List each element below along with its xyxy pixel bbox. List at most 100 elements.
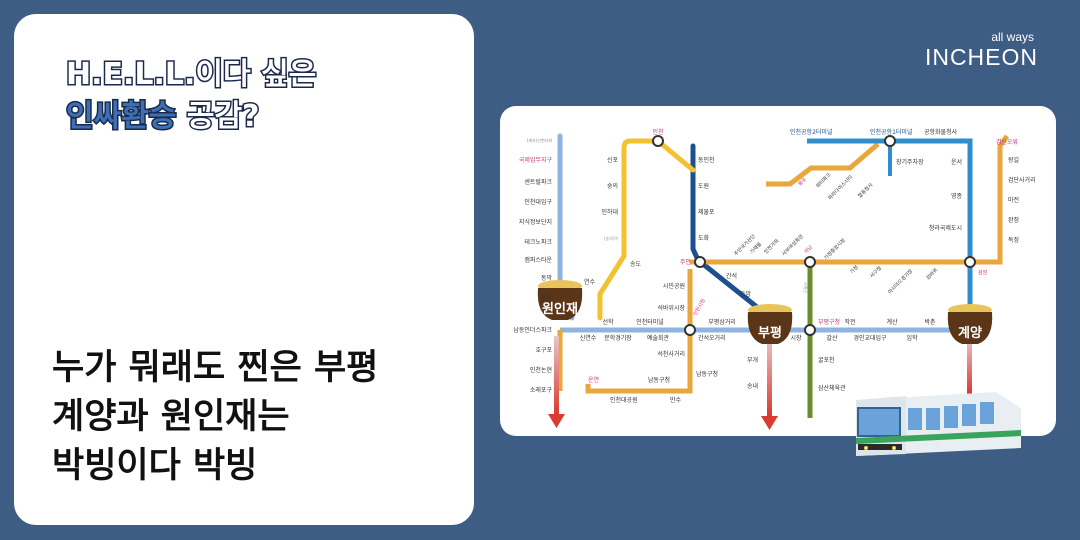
svg-text:예술회관: 예술회관 [647,334,670,342]
svg-text:인천공항1터미널: 인천공항1터미널 [870,128,912,136]
svg-text:갈산: 갈산 [826,334,838,342]
svg-text:테크노파크: 테크노파크 [524,238,552,246]
suin-track [597,138,646,321]
svg-text:도원: 도원 [698,182,709,190]
svg-text:(숭의)역: (숭의)역 [604,235,618,241]
line2-main [690,134,1010,265]
svg-text:마전: 마전 [1008,196,1019,204]
brand-logo: all ways INCHEON [925,30,1038,70]
svg-text:신연수: 신연수 [580,334,597,342]
station-labels: 인천 동인천 도원 제물포 도화 주안 간석 동암 신포 숭의 인하대 (숭의)… [513,128,1035,404]
svg-text:청라국제도시: 청라국제도시 [929,224,962,232]
svg-text:인하대: 인하대 [601,208,618,216]
svg-text:동막: 동막 [541,274,553,282]
svg-text:인천가좌: 인천가좌 [762,237,780,255]
svg-text:굴포천: 굴포천 [818,356,835,364]
svg-text:완정: 완정 [1008,216,1019,224]
svg-text:동암: 동암 [740,290,752,298]
svg-text:신포: 신포 [607,156,619,164]
highlight-transfer-word: 인싸환승 [64,98,177,135]
svg-text:가정: 가정 [848,264,859,275]
svg-text:송도: 송도 [630,260,642,268]
svg-text:송내: 송내 [747,382,758,390]
svg-text:캠퍼스타운: 캠퍼스타운 [524,256,552,264]
svg-text:주안: 주안 [680,258,692,266]
line2-track [585,269,693,394]
svg-text:시장: 시장 [790,334,802,342]
svg-text:센트럴파크: 센트럴파크 [524,178,552,186]
svg-text:검바위: 검바위 [924,267,939,282]
svg-text:인천대공원: 인천대공원 [610,396,638,404]
svg-text:삼산체육관: 삼산체육관 [818,384,846,392]
svg-text:선학: 선학 [602,318,614,326]
subway-map: 원인재 부평 계양 인천 동인천 도원 제물포 도화 주안 간석 동암 신포 숭… [513,128,1036,430]
svg-text:계산: 계산 [886,318,898,326]
svg-text:도화: 도화 [698,235,710,242]
brand-tagline: all ways [991,30,1034,44]
svg-text:운연: 운연 [588,376,599,384]
svg-text:소래포구: 소래포구 [530,386,553,394]
svg-text:석남: 석남 [802,244,814,256]
svg-text:아시아드경기장: 아시아드경기장 [886,267,914,295]
svg-text:시민공원: 시민공원 [663,282,685,290]
svg-text:인천터미널: 인천터미널 [636,318,664,326]
svg-text:간석오거리: 간석오거리 [698,334,726,342]
pot-bupyeong: 부평 [747,304,793,344]
svg-text:남동구청: 남동구청 [648,376,670,384]
headline-top-line2: 인싸환승 공감? [64,98,261,135]
svg-text:서구청: 서구청 [868,265,883,280]
pot-gyeyang: 계양 [947,304,993,344]
svg-text:제물포: 제물포 [698,208,715,216]
svg-text:임학: 임학 [906,334,918,342]
main-headline-line3: 박빙이다 박빙 [52,446,258,486]
text-card: H.E.L.L.이다 싶은 인싸환승 공감? [14,14,474,525]
svg-text:숭의: 숭의 [607,182,618,190]
svg-text:남동인더스파크: 남동인더스파크 [513,326,552,334]
main-headline: 누가 뭐래도 찐은 부평 계양과 원인재는 박빙이다 박빙 [52,344,378,491]
subway-map-card: 원인재 부평 계양 인천 동인천 도원 제물포 도화 주안 간석 동암 신포 숭… [500,106,1056,436]
svg-text:독정: 독정 [1008,237,1019,244]
svg-text:검단오류: 검단오류 [996,138,1019,146]
svg-text:석바위시장: 석바위시장 [657,304,685,312]
svg-text:부개: 부개 [747,356,758,364]
svg-text:서해선: 서해선 [803,282,809,293]
svg-text:합동청사: 합동청사 [856,181,874,199]
svg-text:박촌: 박촌 [924,318,936,326]
main-headline-line1: 누가 뭐래도 찐은 부평 [52,348,379,388]
pot-wonin-label: 원인재 [542,301,578,317]
svg-text:(계속)인천타워: (계속)인천타워 [527,137,553,143]
headline-top-line1: H.E.L.L.이다 싶은 [64,56,317,93]
svg-text:공항화물청사: 공항화물청사 [924,128,958,136]
pot-bupyeong-label: 부평 [758,325,782,341]
svg-text:인천대입구: 인천대입구 [524,198,552,206]
svg-text:연수: 연수 [584,278,596,286]
svg-text:인천공항2터미널: 인천공항2터미널 [790,128,832,136]
svg-text:용유: 용유 [797,176,808,187]
svg-text:영종: 영종 [951,192,963,200]
svg-text:간석: 간석 [726,272,737,280]
brand-name: INCHEON [924,44,1038,70]
svg-text:만수: 만수 [670,396,682,404]
svg-text:부평삼거리: 부평삼거리 [708,318,736,326]
svg-text:워터파크: 워터파크 [814,171,832,189]
svg-text:석천사거리: 석천사거리 [657,350,685,358]
svg-text:문학경기장: 문학경기장 [604,334,632,342]
svg-text:작전: 작전 [844,318,855,326]
svg-text:지식정보단지: 지식정보단지 [519,218,552,226]
pot-gyeyang-label: 계양 [958,326,982,341]
svg-text:인천: 인천 [652,128,663,136]
headline-top-line2-rest: 공감? [176,98,261,135]
svg-text:동인천: 동인천 [698,156,715,164]
svg-text:검암: 검암 [978,269,988,276]
svg-text:운서: 운서 [951,158,962,166]
svg-text:왕길: 왕길 [1008,156,1019,164]
svg-text:동춘: 동춘 [541,294,553,302]
svg-text:인천논현: 인천논현 [530,366,552,374]
svg-text:검단사거리: 검단사거리 [1008,176,1036,184]
svg-text:남동구청: 남동구청 [696,370,718,378]
svg-text:호구포: 호구포 [535,347,552,354]
line2-upper [766,142,880,187]
svg-text:장기주차장: 장기주차장 [896,158,924,166]
main-headline-line2: 계양과 원인재는 [52,397,290,437]
svg-text:국제업무지구: 국제업무지구 [519,156,553,164]
